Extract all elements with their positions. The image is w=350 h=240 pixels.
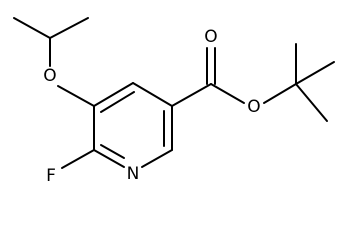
ring-bond-c4-c5 [132, 82, 173, 107]
molecule-drawing: O N F O O [13, 17, 335, 186]
structure-diagram: O N F O O [13, 17, 335, 186]
ring-bond-c3-c4-inner [100, 91, 135, 113]
atom-ester-oxygen: O [247, 97, 260, 117]
bond-ring-to-carbonyl [171, 83, 212, 107]
bond-tbutyl-methyl-down [295, 83, 328, 122]
atom-carbonyl-oxygen: O [204, 27, 217, 47]
bond-isopropyl-methyl-left [13, 17, 51, 39]
ring-bond-c6-n [141, 149, 173, 168]
bond-c2-fluorine [61, 149, 95, 169]
bond-oxygen-to-ring [57, 85, 95, 107]
ring-bond-n-c2-inner [100, 144, 125, 159]
atom-fluorine: F [46, 166, 56, 186]
ring-bond-n-c2 [93, 149, 125, 168]
bond-carbonyl-to-ester-oxygen [210, 83, 245, 104]
ring-bond-c3-c4 [93, 82, 134, 107]
atom-ring-nitrogen: N [127, 164, 140, 184]
bond-ester-oxygen-to-tbutyl [263, 83, 297, 104]
atom-ether-oxygen: O [43, 66, 56, 86]
bond-tbutyl-methyl-right [295, 61, 335, 85]
bond-isopropyl-methyl-right [49, 17, 89, 39]
